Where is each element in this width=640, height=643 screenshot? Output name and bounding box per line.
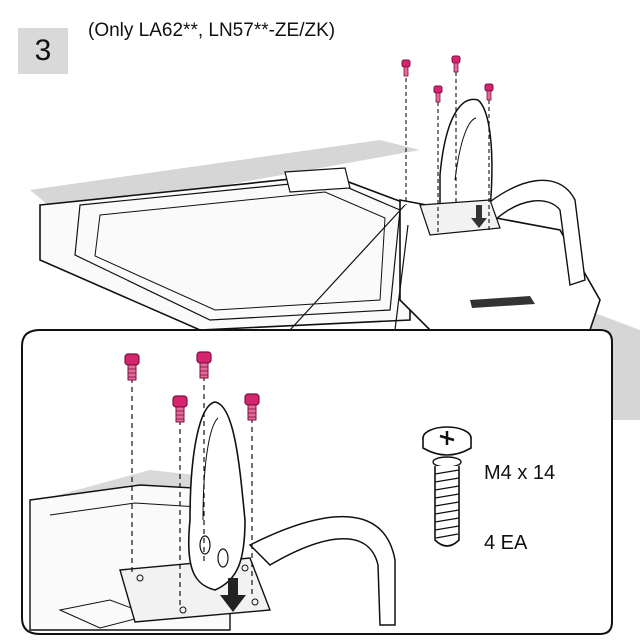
stand-neck-edge: [454, 117, 477, 181]
stand-base-arm: [478, 179, 586, 286]
stand-neck: [439, 98, 493, 226]
screw-hole: [241, 564, 249, 572]
callout-line: [289, 204, 406, 331]
model-note: (Only LA62**, LN57**-ZE/ZK): [88, 20, 336, 41]
stand-neck-detail: [187, 401, 246, 591]
screw-icon: [451, 55, 461, 73]
down-arrow-icon: [220, 578, 246, 612]
screw-hole: [136, 574, 144, 582]
step-number: 3: [34, 34, 52, 67]
screw-icon: [401, 59, 411, 77]
screw-icon: [433, 85, 443, 103]
stand-plate: [419, 199, 501, 236]
screw-icon: [484, 83, 494, 101]
screw-guides: [405, 72, 490, 232]
screw-hole: [251, 598, 259, 606]
down-arrow-icon: [471, 205, 487, 228]
tv-vent: [470, 296, 535, 308]
step-number-box: 3: [18, 28, 68, 74]
neck-hole: [199, 535, 211, 555]
tv-handle-notch: [284, 167, 351, 193]
tv-back-recess: [94, 191, 386, 311]
detail-callout: [21, 329, 613, 635]
screw-hole: [179, 606, 187, 614]
callout-line: [394, 224, 409, 331]
stand-neck-detail-edge: [202, 417, 219, 521]
tv-back-detail-edge: [49, 502, 216, 516]
tv-overview: [30, 55, 640, 420]
screw-guides-detail: [131, 376, 253, 606]
stand-base-arm-detail: [248, 515, 396, 626]
screw-quantity-label: 4 EA: [484, 532, 528, 554]
screw-spec-icon: [422, 426, 472, 547]
screw-size-label: M4 x 14: [484, 462, 556, 484]
neck-hole: [217, 548, 229, 568]
